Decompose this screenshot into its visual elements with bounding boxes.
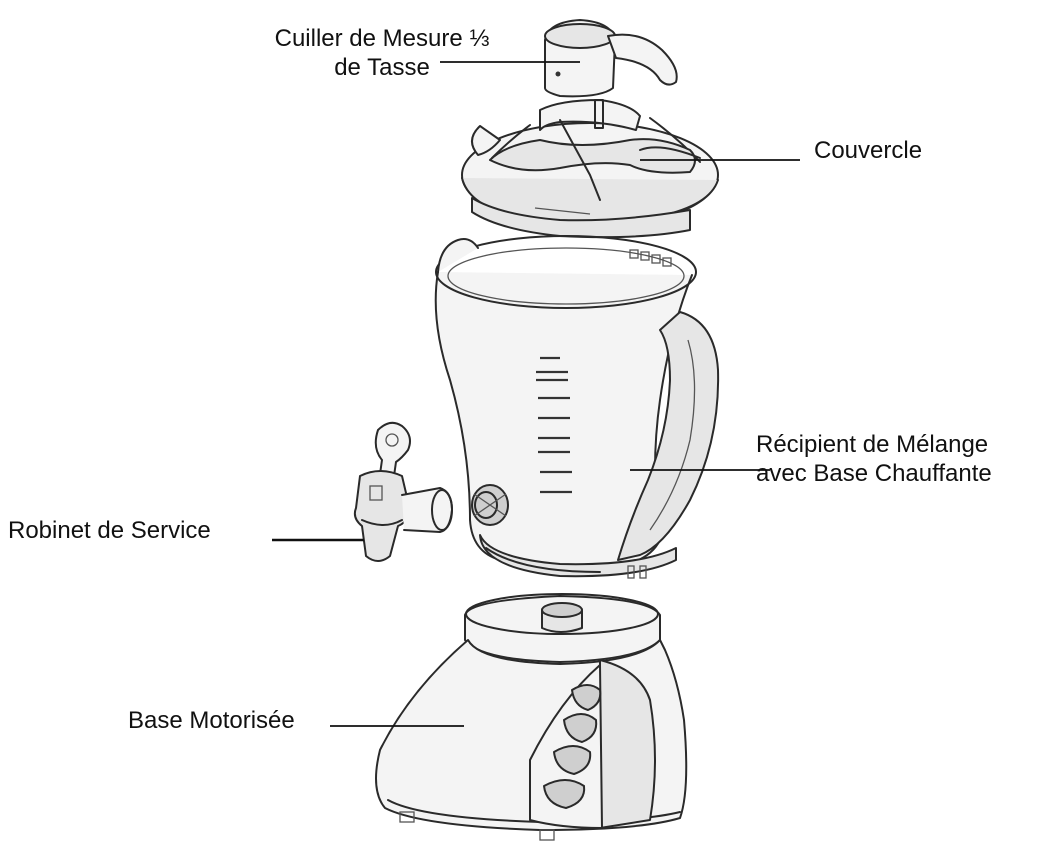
- measuring-cup: [544, 19, 678, 98]
- rim-buttons: [629, 249, 672, 267]
- label-mixing-container: Récipient de Mélange avec Base Chauffant…: [756, 431, 992, 487]
- control-buttons: [543, 684, 602, 809]
- mixing-jug: [434, 235, 720, 579]
- label-serving-tap: Robinet de Service: [8, 517, 211, 544]
- label-motor-base: Base Motorisée: [128, 707, 295, 734]
- lid: [461, 99, 719, 239]
- serving-tap: [353, 421, 453, 562]
- leader-lines: [272, 61, 800, 727]
- label-measuring-cup: Cuiller de Mesure ⅓ de Tasse: [274, 25, 490, 81]
- motor-base: [375, 593, 688, 841]
- label-lid: Couvercle: [814, 137, 923, 164]
- tap-port: [471, 484, 509, 526]
- measurement-scale: [536, 356, 572, 494]
